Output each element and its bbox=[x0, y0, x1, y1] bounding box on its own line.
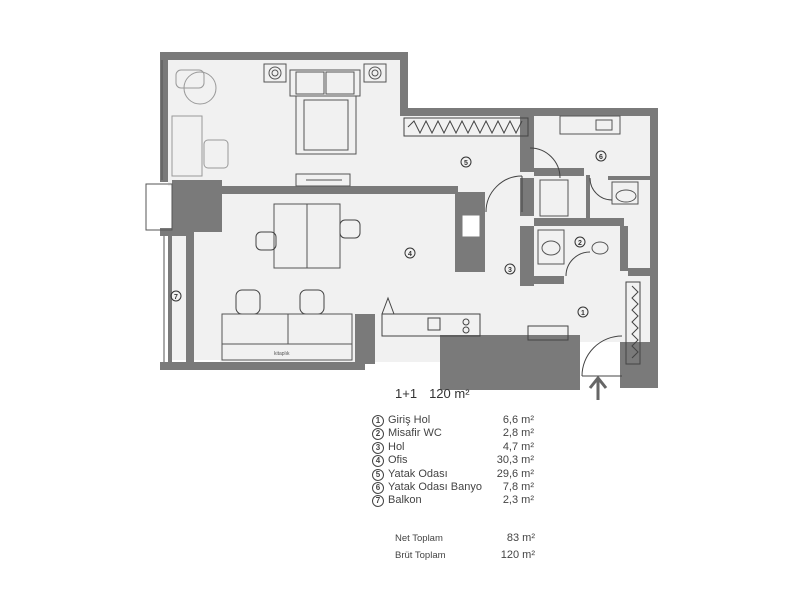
unit-type: 1+1 bbox=[395, 386, 418, 401]
legend-room-area: 29,6 m² bbox=[496, 467, 534, 480]
floor-plan: kitaplık 1 2 3 4 5 6 7 bbox=[145, 52, 658, 400]
gross-total-value: 120 m² bbox=[500, 549, 535, 561]
walls bbox=[160, 52, 658, 390]
legend-room-area: 30,3 m² bbox=[496, 454, 534, 467]
legend-row: 5 Yatak Odası 29,6 m² bbox=[372, 468, 572, 481]
legend-room-name: Balkon bbox=[388, 494, 422, 507]
marker-4: 4 bbox=[408, 251, 412, 258]
legend-number: 7 bbox=[372, 495, 384, 508]
bed bbox=[289, 69, 361, 155]
area-totals: Net Toplam 83 m² Brüt Toplam 120 m² bbox=[395, 530, 535, 564]
legend-room-area: 2,8 m² bbox=[502, 427, 534, 440]
unit-area: 120 m² bbox=[429, 386, 470, 401]
nightstand-right bbox=[363, 63, 387, 83]
legend-number: 3 bbox=[372, 441, 384, 454]
legend-row: 3 Hol 4,7 m² bbox=[372, 441, 572, 454]
legend-room-name: Giriş Hol bbox=[388, 414, 431, 426]
legend-row: 2 Misafir WC 2,8 m² bbox=[372, 427, 572, 441]
legend-room-name: Hol bbox=[388, 440, 405, 453]
legend-room-name: Ofis bbox=[388, 454, 408, 467]
armchair bbox=[175, 69, 217, 105]
legend-room-area: 7,8 m² bbox=[502, 480, 534, 493]
wardrobe bbox=[403, 117, 529, 137]
legend-room-name: Yatak Odası Banyo bbox=[388, 480, 482, 493]
legend-number: 4 bbox=[372, 455, 384, 468]
office-desk-center bbox=[273, 203, 341, 269]
entrance-cabinet bbox=[527, 281, 641, 365]
legend-row: 6 Yatak Odası Banyo 7,8 m² bbox=[372, 481, 572, 494]
net-total-value: 83 m² bbox=[506, 532, 535, 544]
office-desk-bottom bbox=[221, 313, 353, 361]
marker-5: 5 bbox=[464, 160, 468, 167]
room-markers: 1 2 3 4 5 6 7 bbox=[170, 150, 607, 318]
legend-row: 1 Giriş Hol 6,6 m² bbox=[372, 414, 572, 427]
legend-number: 5 bbox=[372, 468, 384, 481]
balcony-strip bbox=[145, 60, 173, 362]
legend-room-name: Misafir WC bbox=[388, 427, 442, 440]
room-legend: 1 Giriş Hol 6,6 m² 2 Misafir WC 2,8 m² 3 Hol 4,7… bbox=[372, 414, 572, 508]
legend-room-area: 2,3 m² bbox=[502, 494, 534, 507]
marker-3: 3 bbox=[508, 267, 512, 274]
legend-room-name: Yatak Odası bbox=[388, 467, 448, 480]
marker-2: 2 bbox=[578, 240, 582, 247]
net-total-label: Net Toplam bbox=[395, 533, 443, 544]
net-total-row: Net Toplam 83 m² bbox=[395, 530, 535, 547]
kitaplik-label: kitaplık bbox=[274, 351, 290, 357]
legend-number: 1 bbox=[372, 415, 384, 427]
entrance-arrow-icon bbox=[588, 375, 608, 400]
nightstand-left bbox=[263, 63, 287, 83]
bathroom-fixtures bbox=[539, 115, 639, 217]
floor-area bbox=[168, 60, 650, 362]
legend-room-area: 4,7 m² bbox=[502, 440, 534, 453]
doors bbox=[485, 147, 623, 377]
marker-7: 7 bbox=[174, 294, 178, 301]
unit-title: 1+1 120 m² bbox=[395, 386, 482, 401]
bedroom-desk bbox=[171, 115, 229, 177]
legend-row: 4 Ofis 30,3 m² bbox=[372, 454, 572, 468]
bedroom-bench bbox=[295, 173, 351, 187]
legend-row: 7 Balkon 2,3 m² bbox=[372, 494, 572, 508]
gross-total-row: Brüt Toplam 120 m² bbox=[395, 547, 535, 564]
wc-fixtures bbox=[537, 229, 609, 265]
kitchen-counter bbox=[381, 296, 481, 337]
marker-6: 6 bbox=[599, 154, 603, 161]
gross-total-label: Brüt Toplam bbox=[395, 550, 446, 561]
legend-number: 2 bbox=[372, 428, 384, 441]
legend-number: 6 bbox=[372, 481, 384, 494]
marker-1: 1 bbox=[581, 310, 585, 317]
legend-room-area: 6,6 m² bbox=[502, 414, 534, 426]
